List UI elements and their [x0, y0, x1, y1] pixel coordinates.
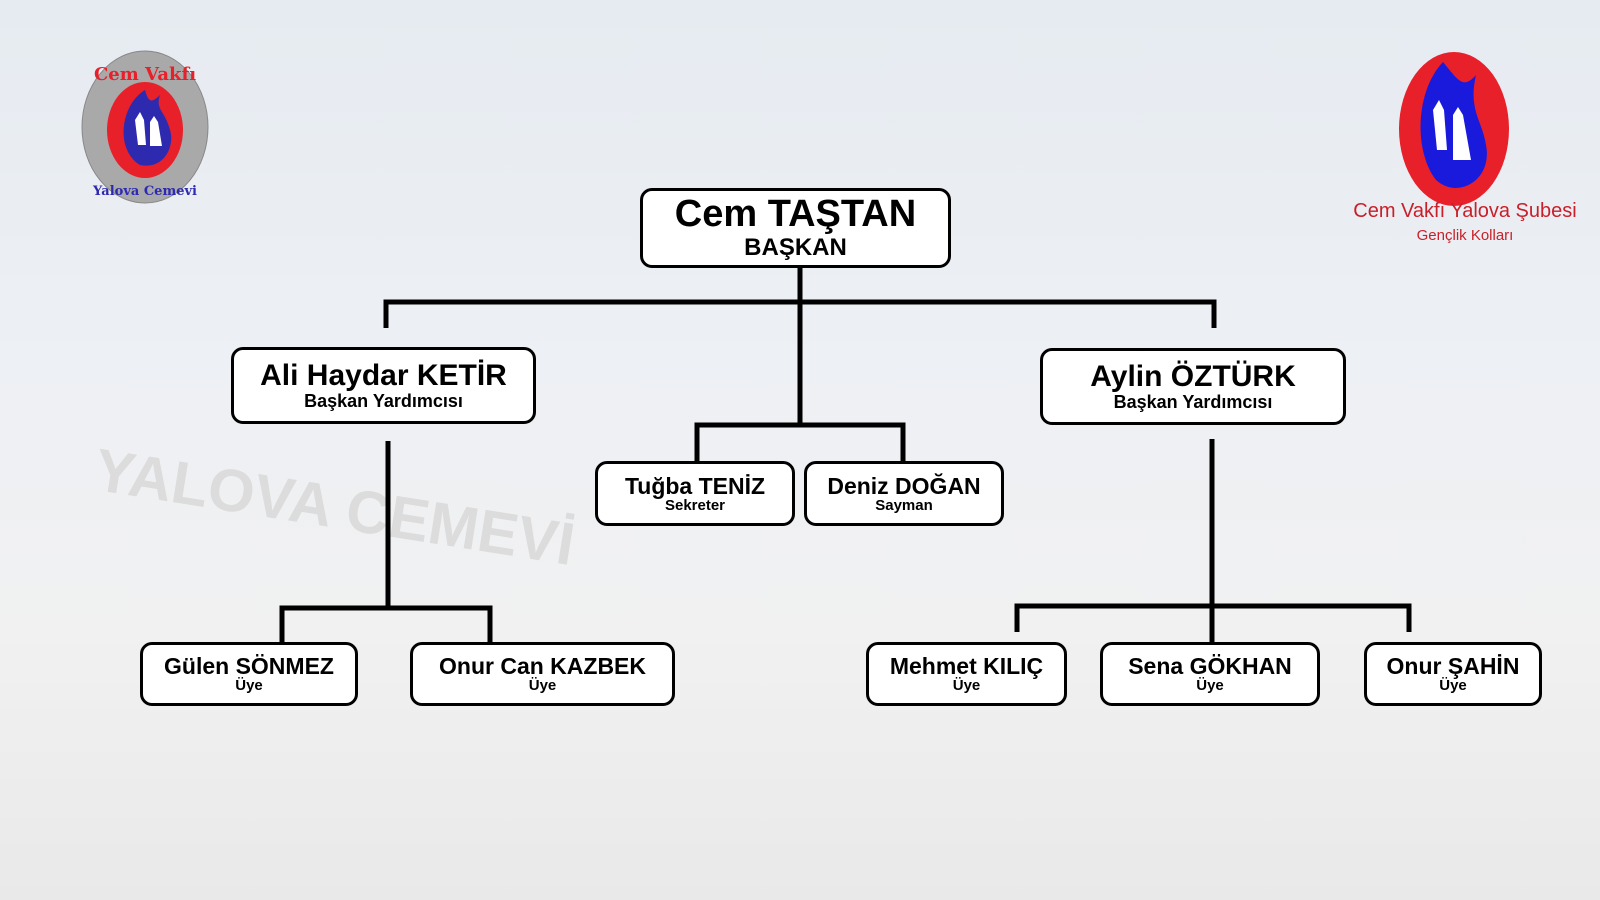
- branch-subtitle: Gençlik Kolları: [1416, 227, 1514, 244]
- member-name: Gülen SÖNMEZ: [164, 653, 334, 680]
- member-role: Üye: [952, 677, 981, 695]
- left-branch-line: [279, 605, 493, 642]
- vice-right-name: Aylin ÖZTÜRK: [1090, 360, 1296, 394]
- member-box: Gülen SÖNMEZ Üye: [140, 642, 358, 706]
- member-box: Onur Can KAZBEK Üye: [410, 642, 675, 706]
- center-branch-line: [694, 422, 906, 461]
- secretary-box: Tuğba TENİZ Sekreter: [595, 461, 795, 526]
- vice-right-role: Başkan Yardımcısı: [1113, 391, 1273, 412]
- vice-president-left-box: Ali Haydar KETİR Başkan Yardımcısı: [231, 347, 536, 424]
- right-logo-caption: Cem Vakfı Yalova Şubesi Gençlik Kolları: [1330, 200, 1600, 244]
- president-name: Cem TAŞTAN: [674, 193, 917, 236]
- member-box: Onur ŞAHİN Üye: [1364, 642, 1542, 706]
- member-box: Mehmet KILIÇ Üye: [866, 642, 1067, 706]
- member-role: Üye: [1196, 677, 1224, 695]
- vice-left-name: Ali Haydar KETİR: [260, 359, 507, 393]
- member-role: Üye: [1439, 677, 1467, 695]
- treasurer-role: Sayman: [875, 496, 933, 514]
- vice-left-role: Başkan Yardımcısı: [304, 390, 463, 411]
- member-name: Sena GÖKHAN: [1128, 653, 1292, 680]
- president-box: Cem TAŞTAN BAŞKAN: [640, 188, 951, 268]
- branch-title: Cem Vakfı Yalova Şubesi: [1353, 200, 1577, 222]
- member-name: Onur Can KAZBEK: [439, 653, 646, 680]
- member-role: Üye: [235, 677, 263, 695]
- treasurer-box: Deniz DOĞAN Sayman: [804, 461, 1004, 526]
- president-role: BAŞKAN: [744, 234, 847, 262]
- member-role: Üye: [528, 677, 557, 695]
- vice-president-right-box: Aylin ÖZTÜRK Başkan Yardımcısı: [1040, 348, 1346, 425]
- secretary-role: Sekreter: [664, 496, 726, 514]
- member-name: Onur ŞAHİN: [1386, 653, 1520, 680]
- member-name: Mehmet KILIÇ: [889, 653, 1044, 680]
- member-box: Sena GÖKHAN Üye: [1100, 642, 1320, 706]
- secretary-name: Tuğba TENİZ: [624, 472, 766, 499]
- treasurer-name: Deniz DOĞAN: [827, 472, 981, 499]
- right-branch-line: [1014, 603, 1412, 632]
